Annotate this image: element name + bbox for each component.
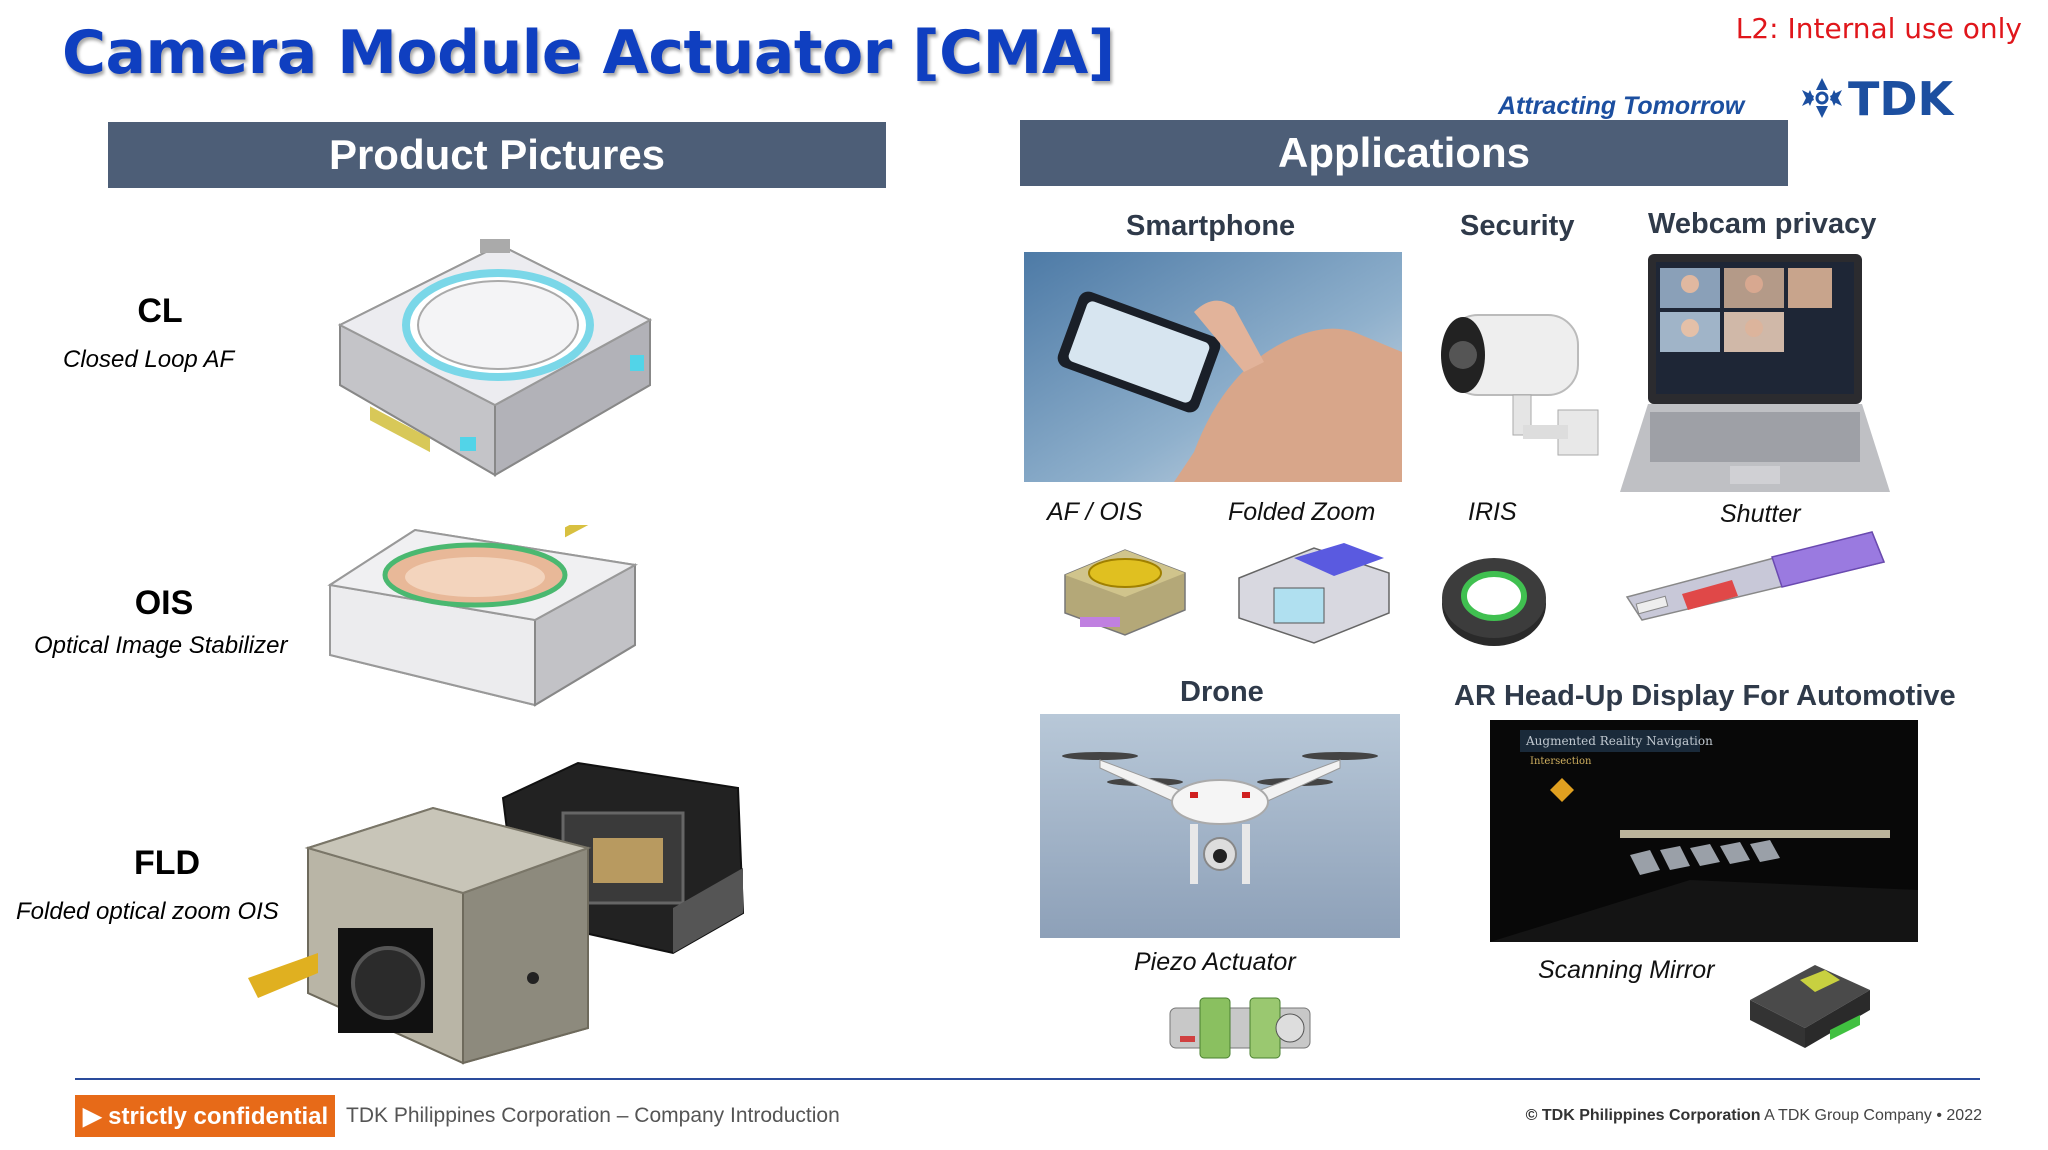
page-title: Camera Module Actuator [CMA] [62,18,1115,88]
logo-text: TDK [1848,74,1956,122]
footer-copyright: © TDK Philippines Corporation A TDK Grou… [1526,1107,1982,1125]
product-label-cl: CL [137,292,183,330]
copyright-group: A TDK Group Company [1764,1107,1932,1124]
classification-label: L2: Internal use only [1735,12,2022,45]
tagline: Attracting Tomorrow [1498,92,1745,120]
app-ar-title: AR Head-Up Display For Automotive [1454,680,1956,712]
drone-photo [1040,714,1400,938]
security-camera-photo [1428,305,1618,465]
product-pictures-heading: Product Pictures [108,122,886,188]
product-desc-ois: Optical Image Stabilizer [34,632,288,659]
tdk-logo: TDK [1800,72,1980,126]
app-security-title: Security [1460,210,1575,242]
piezo-actuator-image [1160,988,1320,1068]
afois-module-image [1060,545,1190,640]
product-label-fld: FLD [133,844,201,882]
scanning-mirror-image [1745,950,1875,1060]
folded-zoom-module-image [1234,538,1394,648]
footer-divider [75,1078,1980,1080]
copyright-bullet: • [1936,1107,1942,1124]
app-smartphone-sub-afois: AF / OIS [1047,498,1143,526]
app-smartphone-sub-folded: Folded Zoom [1228,498,1376,526]
smartphone-photo [1024,252,1402,482]
app-drone-sub: Piezo Actuator [1134,948,1296,976]
ar-hud-photo: Augmented Reality Navigation Intersectio… [1490,720,1918,942]
footer-company: TDK Philippines Corporation – Company In… [346,1104,840,1127]
app-webcam-title: Webcam privacy [1648,208,1877,240]
ar-hud-sub: Intersection [1530,756,1592,767]
app-webcam-sub: Shutter [1720,500,1801,528]
copyright-company: © TDK Philippines Corporation [1525,1107,1761,1124]
app-drone-title: Drone [1180,676,1264,708]
product-desc-cl: Closed Loop AF [63,346,235,373]
product-label-ois: OIS [134,584,194,622]
iris-module-image [1436,548,1556,656]
app-smartphone-title: Smartphone [1126,210,1296,242]
applications-heading: Applications [1020,120,1788,186]
ar-hud-banner: Augmented Reality Navigation [1520,730,1713,752]
shutter-module-image [1622,522,1892,622]
confidential-badge: ▶ strictly confidential [75,1095,335,1137]
app-ar-sub: Scanning Mirror [1538,956,1715,984]
laptop-photo [1620,252,1890,498]
cl-actuator-image [330,225,660,485]
product-desc-fld: Folded optical zoom OIS [16,898,279,925]
fld-module-image [248,758,748,1068]
ois-actuator-image [325,500,645,715]
app-security-sub: IRIS [1468,498,1517,526]
copyright-year: 2022 [1946,1107,1982,1124]
